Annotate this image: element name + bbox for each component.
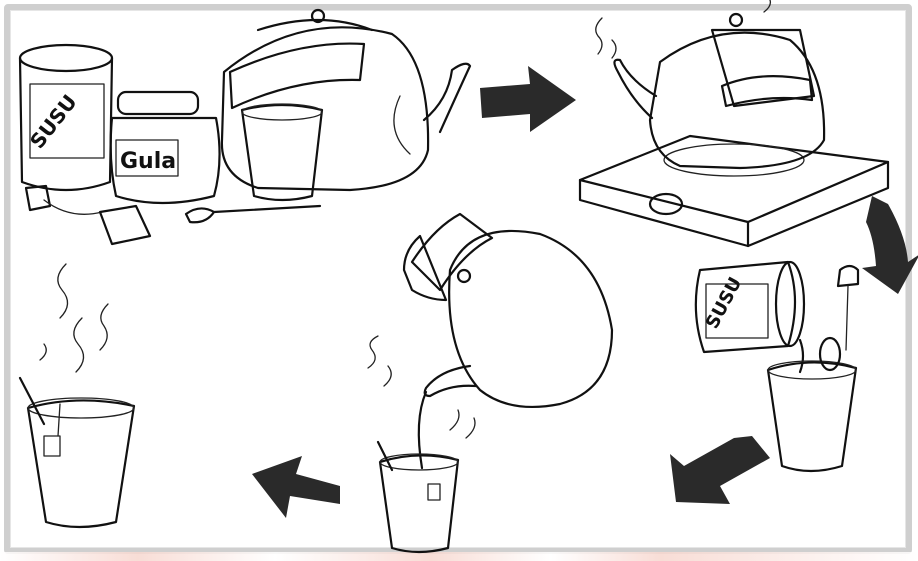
arrow-icon [670, 436, 770, 504]
sugar-jar-icon: Gula [111, 92, 220, 203]
milk-can-icon: SUSU [696, 262, 804, 352]
kettle-icon [404, 214, 612, 407]
milk-can-icon: SUSU [20, 45, 112, 190]
spoon-icon [186, 206, 320, 222]
step-add-milk-and-teabag: SUSU [696, 262, 858, 471]
step-boil-water [580, 0, 888, 246]
tea-bag-icon [820, 266, 858, 370]
cup-icon [20, 378, 134, 527]
stove-icon [580, 136, 888, 246]
kettle-icon [222, 10, 470, 190]
step-ingredients: SUSU Gula [20, 10, 470, 244]
arrow-icon [480, 66, 576, 132]
steam-icon [40, 264, 108, 372]
milk-pour-stream [800, 340, 803, 372]
tea-bag-icon [44, 436, 60, 456]
cup-icon [768, 361, 856, 471]
sugar-jar-label: Gula [120, 149, 176, 174]
cup-icon [378, 442, 458, 552]
milk-can-label: SUSU [25, 90, 82, 153]
arrow-icon [252, 456, 340, 518]
step-tea-ready [20, 264, 134, 527]
tea-bag-icon [26, 186, 150, 244]
water-stream [419, 392, 426, 468]
step-pour-water [368, 214, 612, 552]
arrow-icon [862, 196, 918, 294]
milk-can-tilted-label: SUSU [702, 274, 746, 333]
